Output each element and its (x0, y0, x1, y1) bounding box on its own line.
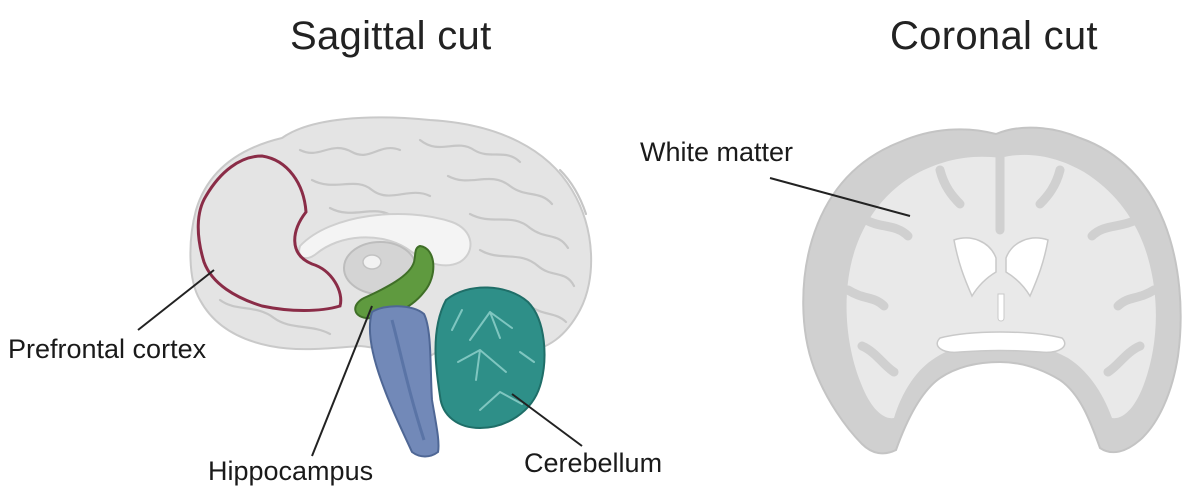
sagittal-title: Sagittal cut (290, 14, 492, 59)
sagittal-brain (190, 117, 591, 456)
brainstem (370, 306, 439, 456)
prefrontal-cortex-label: Prefrontal cortex (8, 334, 206, 365)
hippocampus-label: Hippocampus (208, 456, 373, 487)
cerebellum-label: Cerebellum (524, 448, 662, 479)
third-ventricle (998, 294, 1004, 321)
white-matter-label: White matter (640, 137, 793, 168)
coronal-brain (803, 128, 1180, 454)
coronal-title: Coronal cut (890, 14, 1098, 59)
temporal-cleft (937, 332, 1065, 352)
cerebellum-leader-line (512, 394, 582, 446)
